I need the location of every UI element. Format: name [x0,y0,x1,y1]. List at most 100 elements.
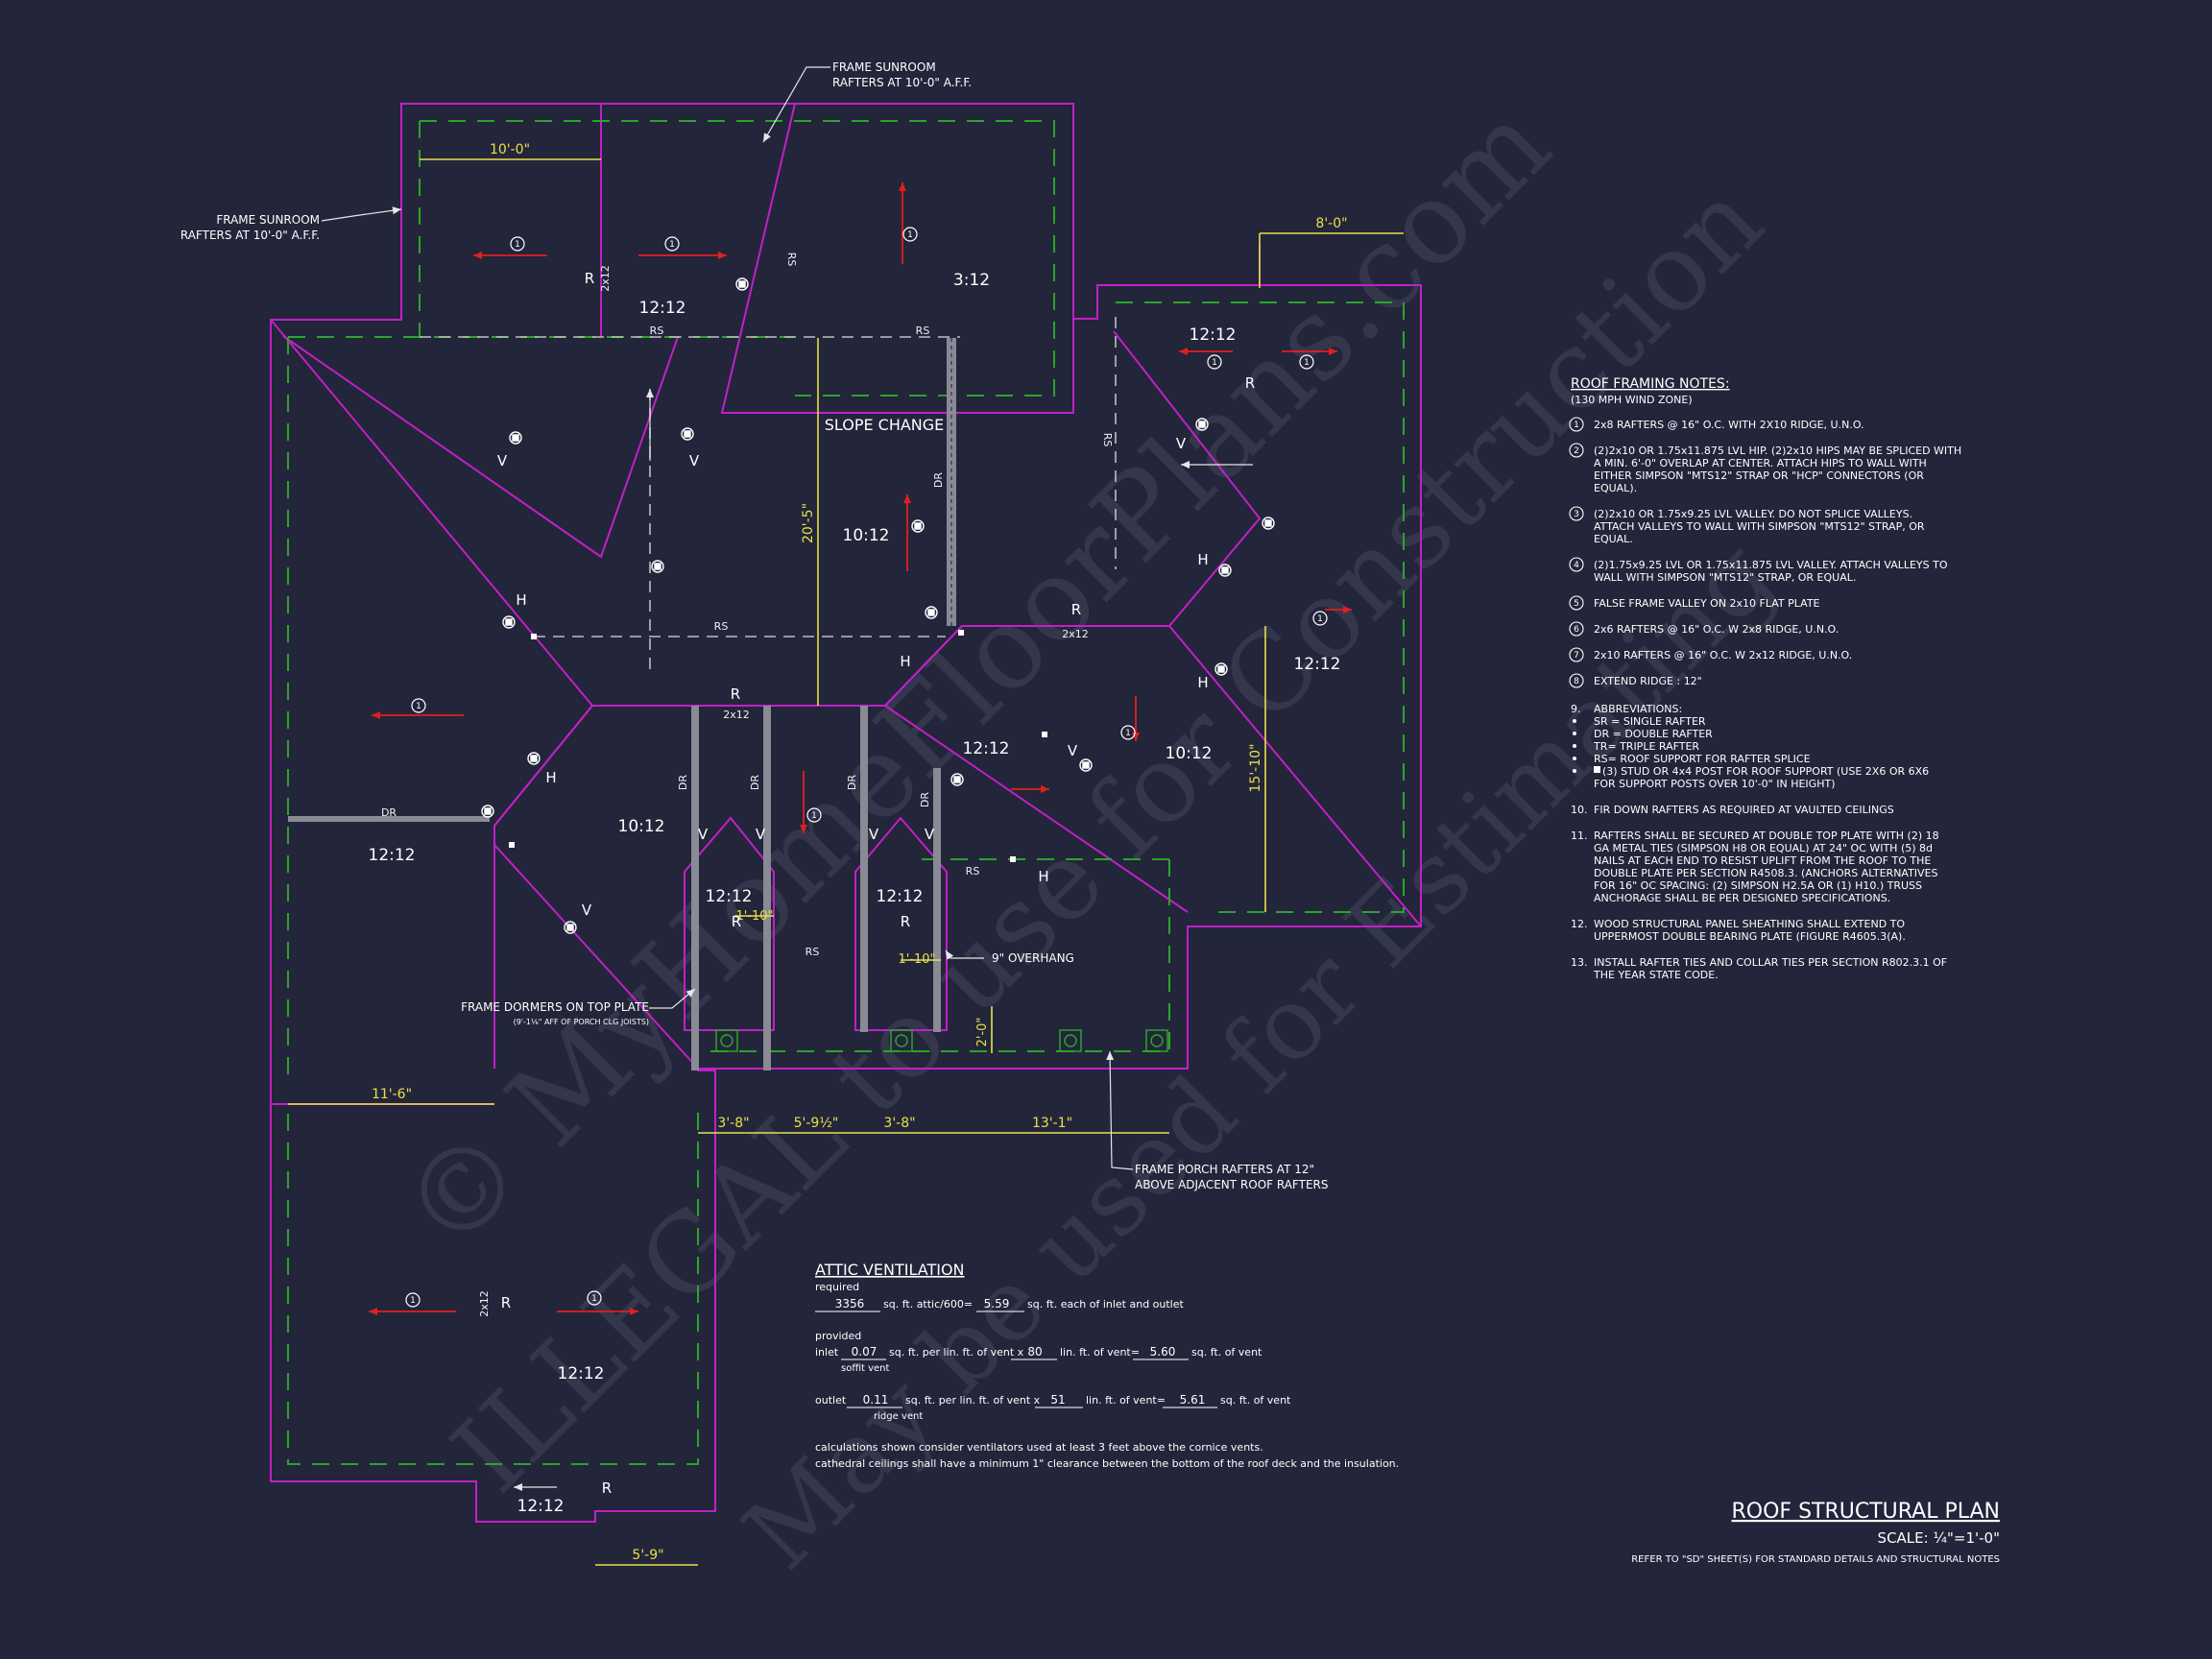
bullet [1573,732,1576,735]
mark-rs: RS [650,325,664,337]
dim-label: 5'-9" [632,1548,663,1563]
pitch-label: 12:12 [639,299,686,318]
wall-east [1116,301,1405,913]
svg-text:1: 1 [1317,614,1323,624]
note-text: DR = DOUBLE RAFTER [1594,728,1713,740]
attic-provided-label: provided [815,1330,861,1342]
note-number-circle [1569,621,1584,637]
hip-east [1113,330,1422,927]
dim-label: 3'-8" [883,1116,915,1131]
note-tag: 1 [902,227,918,242]
post-marker [1010,856,1016,862]
note-text: EQUAL). [1594,482,1637,494]
dim-label: 3'-8" [717,1116,749,1131]
post-marker [735,277,749,291]
svg-text:1: 1 [1304,358,1310,368]
support-posts [481,277,1275,934]
post-marker [911,519,925,533]
callout-sunroom-top-line1: FRAME SUNROOM [832,60,936,74]
pitch-label: 12:12 [517,1497,565,1516]
plan-title: ROOF STRUCTURAL PLAN [1732,1500,2001,1524]
attic-req-sqft: 3356 [835,1297,865,1310]
porch-columns [715,1029,1168,1052]
mark-ridge: R [585,270,594,287]
plan-scale: SCALE: ¼"=1'-0" [1878,1529,2000,1547]
mark-rs: RS [714,620,729,633]
dimension-labels: 10'-0" 8'-0" 20'-5" 15'-10" 11'-6" 3'-8"… [372,142,1348,1563]
mark-ridge: R [901,913,910,930]
dim-label: 20'-5" [801,503,816,543]
attic-outlet-label: outlet [815,1394,847,1407]
dim-label: 2'-0" [975,1018,990,1047]
bullet [1573,769,1576,773]
note-text: NAILS AT EACH END TO RESIST UPLIFT FROM … [1594,854,1931,867]
beam-dr-2 [763,706,771,1070]
note-text: FIR DOWN RAFTERS AS REQUIRED AT VAULTED … [1594,804,1894,816]
note-number: 1 [1574,421,1579,430]
note-number-circle [1569,557,1584,572]
mark-hip: H [1197,674,1208,691]
column-marker [1059,1029,1082,1052]
mark-dr: DR [749,775,761,790]
leader-sunroom-top [762,66,830,143]
note-tag: 1 [587,1290,602,1306]
mark-hip: H [1038,868,1048,885]
note-tag: 1 [664,236,680,252]
note-text: UPPERMOST DOUBLE BEARING PLATE (FIGURE R… [1594,930,1906,943]
hip-porch-left [493,705,593,827]
mark-hip: H [516,591,526,609]
post-marker [950,773,964,786]
attic-lin-vent-2: lin. ft. of vent= [1086,1394,1166,1407]
attic-note-1: calculations shown consider ventilators … [815,1441,1263,1454]
beam-dr-1 [691,706,699,1070]
attic-inlet-label: inlet [815,1346,839,1358]
note-text: RS= ROOF SUPPORT FOR RAFTER SPLICE [1594,753,1811,765]
mark-dr: DR [919,792,931,807]
callout-sunroom-left-line1: FRAME SUNROOM [216,213,320,227]
note-text: THE YEAR STATE CODE. [1593,969,1719,981]
leader-dormers [649,988,696,1009]
column-marker [715,1029,738,1052]
svg-text:1: 1 [410,1296,416,1306]
note-text: 2x8 RAFTERS @ 16" O.C. WITH 2X10 RIDGE, … [1594,419,1864,431]
post-marker [481,805,494,818]
plan-reference-note: REFER TO "SD" SHEET(S) FOR STANDARD DETA… [1631,1554,2000,1565]
hip-se [884,625,963,707]
mark-valley: V [1068,742,1078,759]
beams [288,338,956,1070]
post-marker [1214,662,1228,676]
mark-rs: RS [785,252,798,267]
note-number: 8 [1574,677,1579,686]
mark-rs: RS [966,865,980,878]
attic-note-2: cathedral ceilings shall have a minimum … [815,1457,1399,1470]
note-text: RAFTERS SHALL BE SECURED AT DOUBLE TOP P… [1594,830,1939,842]
post-marker [564,921,577,934]
note-number: 4 [1574,561,1579,570]
mark-valley: V [869,826,879,843]
mark-hip: H [900,653,910,670]
mark-valley: V [1176,435,1187,452]
callout-dormers-line1: FRAME DORMERS ON TOP PLATE [461,1000,649,1014]
note-number-circle [1569,443,1584,458]
note-text: WALL WITH SIMPSON "MTS12" STRAP, OR EQUA… [1594,571,1856,584]
bullet [1573,757,1576,760]
attic-sqft-vent-2: sq. ft. of vent [1220,1394,1291,1407]
attic-req-tail: sq. ft. each of inlet and outlet [1027,1298,1185,1310]
attic-inlet-val: 0.07 [852,1345,878,1358]
valley-left [282,335,679,559]
attic-required-label: required [815,1281,859,1293]
note-text: ANCHORAGE SHALL BE PER DESIGNED SPECIFIC… [1594,892,1890,904]
dim-label: 11'-6" [372,1087,412,1102]
note-text: (3) STUD OR 4x4 POST FOR ROOF SUPPORT (U… [1602,765,1929,778]
beam-dr-west [288,816,490,822]
title-block: ROOF STRUCTURAL PLAN SCALE: ¼"=1'-0" REF… [1631,1500,2000,1565]
note-tag: 1 [806,807,822,823]
svg-text:1: 1 [591,1294,597,1304]
dimension-lines [288,158,1404,1566]
attic-sqft-vent: sq. ft. of vent [1191,1346,1262,1358]
wall-lower-wing [287,1104,699,1465]
attic-title: ATTIC VENTILATION [815,1261,965,1279]
mark-dr: DR [381,806,397,819]
note-number-circle [1569,506,1584,521]
